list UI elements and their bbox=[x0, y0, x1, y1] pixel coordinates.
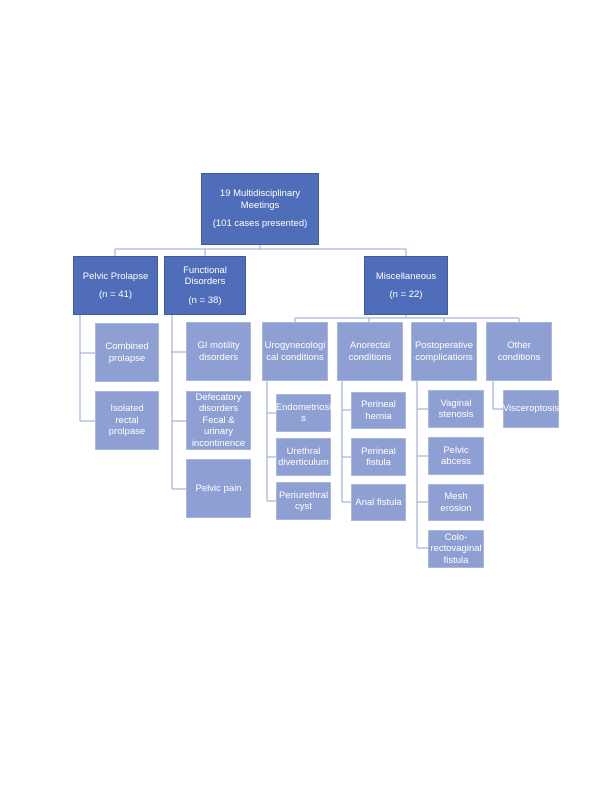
urethral-diverticulum-node: Urethral diverticulum bbox=[276, 438, 331, 476]
pelvic-abcess-node: Pelvic abcess bbox=[428, 437, 484, 475]
perineal-fistula-line2: fistula bbox=[366, 457, 391, 468]
pelvic-abcess-label: Pelvic abcess bbox=[440, 444, 472, 468]
colo-line1: Colo- bbox=[444, 531, 468, 543]
postoperative-node: Postoperative complications bbox=[411, 322, 477, 381]
functional-title-line2: Disorders bbox=[184, 276, 226, 288]
mesh-erosion-line2: erosion bbox=[440, 502, 472, 514]
vaginal-stenosis-line1: Vaginal bbox=[440, 397, 472, 409]
vaginal-stenosis-line2: stenosis bbox=[438, 409, 474, 420]
perineal-hernia-line2: hernia bbox=[365, 410, 392, 422]
root-line3: (101 cases presented) bbox=[212, 218, 308, 230]
visceroptosis-node: Visceroptosis bbox=[503, 390, 559, 428]
perineal-fistula-node: Perineal fistula bbox=[351, 438, 406, 476]
pelvic-prolapse-node: Pelvic Prolapse (n = 41) bbox=[73, 256, 158, 315]
anorectal-line1: Anorectal bbox=[349, 340, 391, 351]
defecatory-disorders-node: Defecatory disorders Fecal & urinary inc… bbox=[186, 391, 251, 450]
colorectovaginal-fistula-node: Colo- rectovaginal fistula bbox=[428, 530, 484, 568]
pelvic-pain-node: Pelvic pain bbox=[186, 459, 251, 518]
endometriosis-node: Endometriosi s bbox=[276, 394, 331, 432]
gi-motility-line1: GI motility bbox=[197, 340, 240, 351]
visceroptosis-label: Visceroptosis bbox=[502, 403, 560, 415]
root-line2: Meetings bbox=[240, 199, 280, 211]
defecatory-line4: incontinence bbox=[191, 437, 246, 449]
isolated-rectal-line2: prolpase bbox=[108, 426, 146, 438]
defecatory-line1: Defecatory bbox=[195, 391, 242, 403]
other-line2: conditions bbox=[497, 351, 541, 363]
combined-prolapse-line2: prolapse bbox=[108, 352, 146, 364]
pelvic-prolapse-title: Pelvic Prolapse bbox=[82, 270, 149, 282]
postop-line1: Postoperative bbox=[414, 340, 474, 351]
anal-fistula-node: Anal fistula bbox=[351, 484, 406, 521]
defecatory-line3: Fecal & urinary bbox=[202, 414, 235, 438]
miscellaneous-count: (n = 22) bbox=[389, 289, 423, 300]
perineal-hernia-line1: Perineal bbox=[361, 399, 396, 410]
mesh-erosion-line1: Mesh bbox=[444, 491, 468, 502]
endometriosis-line2: s bbox=[301, 413, 306, 424]
anal-fistula-label: Anal fistula bbox=[355, 496, 402, 508]
functional-disorders-node: Functional Disorders (n = 38) bbox=[164, 256, 246, 315]
isolated-rectal-prolapse-node: Isolated rectal prolpase bbox=[95, 391, 159, 450]
urogyn-line2: cal conditions bbox=[266, 351, 324, 363]
combined-prolapse-node: Combined prolapse bbox=[95, 323, 159, 382]
gi-motility-line2: disorders bbox=[198, 351, 239, 363]
miscellaneous-title: Miscellaneous bbox=[375, 270, 437, 282]
postop-line2: complications bbox=[415, 351, 473, 363]
root-line1: 19 Multidisciplinary bbox=[219, 188, 301, 200]
perineal-fistula-line1: Perineal bbox=[361, 445, 396, 457]
vaginal-stenosis-node: Vaginal stenosis bbox=[428, 390, 484, 428]
other-line1: Other bbox=[507, 340, 531, 351]
endometriosis-line1: Endometriosi bbox=[275, 401, 332, 413]
defecatory-line2: disorders bbox=[198, 403, 239, 415]
isolated-rectal-line1: Isolated rectal bbox=[110, 403, 144, 426]
colo-line3: fistula bbox=[443, 554, 469, 566]
gi-motility-node: GI motility disorders bbox=[186, 322, 251, 381]
urogynecological-node: Urogynecologi cal conditions bbox=[262, 322, 328, 381]
periurethral-cyst-node: Periurethral cyst bbox=[276, 482, 331, 520]
root-node: 19 Multidisciplinary Meetings (101 cases… bbox=[201, 173, 319, 245]
urethral-line1: Urethral bbox=[286, 445, 321, 457]
functional-count: (n = 38) bbox=[188, 294, 222, 306]
colo-line2: rectovaginal bbox=[430, 543, 482, 555]
urogyn-line1: Urogynecologi bbox=[264, 340, 326, 351]
periurethral-line1: Periurethral bbox=[278, 489, 329, 501]
functional-title-line1: Functional bbox=[183, 264, 227, 276]
anorectal-line2: conditions bbox=[348, 351, 392, 363]
anorectal-node: Anorectal conditions bbox=[337, 322, 403, 381]
pelvic-pain-label: Pelvic pain bbox=[195, 482, 242, 494]
perineal-hernia-node: Perineal hernia bbox=[351, 392, 406, 429]
periurethral-line2: cyst bbox=[295, 501, 312, 512]
pelvic-prolapse-count: (n = 41) bbox=[98, 289, 132, 300]
combined-prolapse-line1: Combined bbox=[105, 341, 149, 352]
miscellaneous-node: Miscellaneous (n = 22) bbox=[364, 256, 448, 315]
urethral-line2: diverticulum bbox=[278, 457, 329, 468]
other-conditions-node: Other conditions bbox=[486, 322, 552, 381]
mesh-erosion-node: Mesh erosion bbox=[428, 484, 484, 521]
